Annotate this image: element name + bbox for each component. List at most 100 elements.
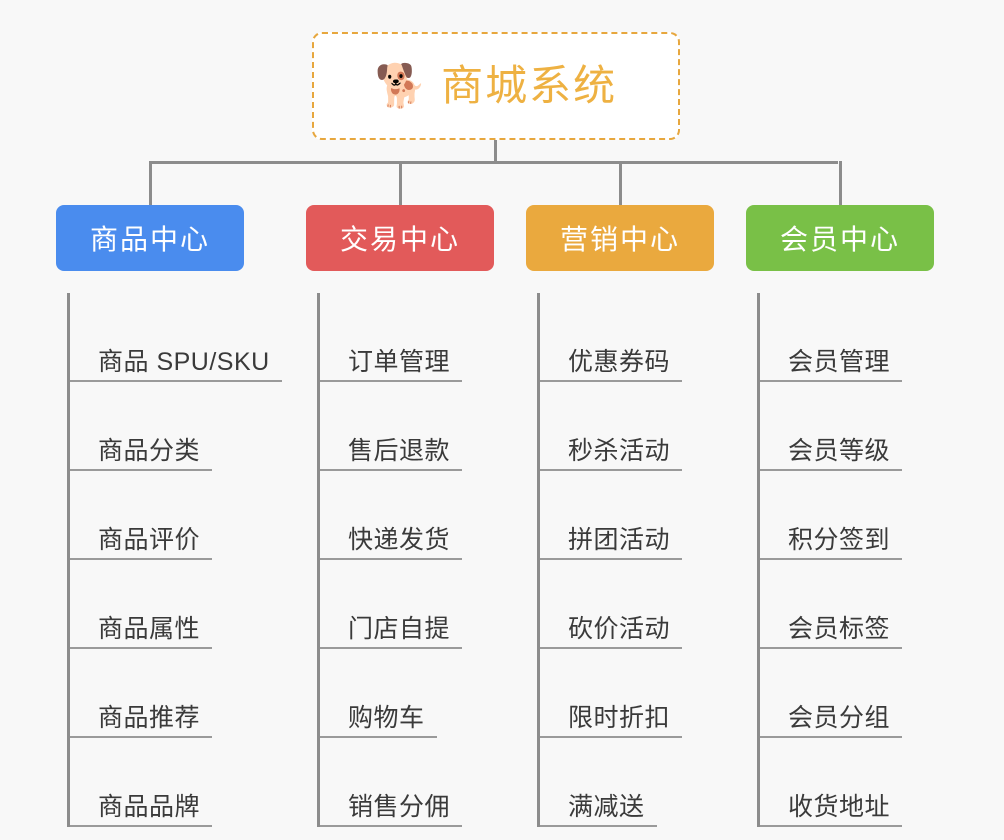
branch-trade-center: 交易中心订单管理售后退款快递发货门店自提购物车销售分佣 — [306, 205, 494, 827]
leaf-item[interactable]: 商品推荐 — [68, 649, 244, 738]
leaf-item[interactable]: 门店自提 — [318, 560, 494, 649]
leaf-label: 商品属性 — [98, 615, 201, 644]
leaf-item[interactable]: 会员管理 — [758, 293, 934, 382]
root-title: 商城系统 — [441, 62, 618, 109]
connector-root-stem — [494, 140, 497, 164]
branch-header-trade-center[interactable]: 交易中心 — [306, 205, 494, 271]
branch-header-member-center[interactable]: 会员中心 — [746, 205, 934, 271]
branch-header-label: 商品中心 — [89, 224, 210, 255]
branch-header-product-center[interactable]: 商品中心 — [56, 205, 244, 271]
branch-leaf-list-product-center: 商品 SPU/SKU 商品分类商品评价商品属性商品推荐商品品牌 — [56, 293, 282, 827]
leaf-underline — [70, 469, 212, 471]
leaf-underline — [760, 380, 902, 382]
leaf-underline — [540, 736, 682, 738]
leaf-underline — [70, 647, 212, 649]
leaf-label: 满减送 — [568, 793, 645, 822]
leaf-item[interactable]: 商品 SPU/SKU — [68, 293, 282, 382]
leaf-item[interactable]: 商品属性 — [68, 560, 244, 649]
connector-horizontal-bus — [150, 161, 838, 164]
leaf-item[interactable]: 购物车 — [318, 649, 494, 738]
leaf-item[interactable]: 拼团活动 — [538, 471, 714, 560]
leaf-label: 会员分组 — [788, 704, 891, 733]
leaf-item[interactable]: 会员分组 — [758, 649, 934, 738]
leaf-item[interactable]: 会员标签 — [758, 560, 934, 649]
leaf-label: 秒杀活动 — [568, 437, 671, 466]
branch-header-label: 交易中心 — [339, 224, 460, 255]
leaf-label: 砍价活动 — [568, 615, 671, 644]
leaf-item[interactable]: 订单管理 — [318, 293, 494, 382]
connector-drop-marketing-center — [619, 161, 622, 205]
leaf-item[interactable]: 收货地址 — [758, 738, 934, 827]
leaf-underline — [320, 558, 462, 560]
leaf-label: 会员管理 — [788, 348, 891, 377]
leaf-underline — [320, 825, 462, 827]
branch-header-label: 营销中心 — [559, 224, 680, 255]
leaf-underline — [760, 825, 902, 827]
leaf-label: 快递发货 — [348, 526, 451, 555]
branch-marketing-center: 营销中心优惠券码秒杀活动拼团活动砍价活动限时折扣满减送 — [526, 205, 714, 827]
leaf-underline — [760, 469, 902, 471]
leaf-underline — [70, 380, 282, 382]
leaf-label: 会员标签 — [788, 615, 891, 644]
leaf-label: 收货地址 — [788, 793, 891, 822]
leaf-underline — [760, 558, 902, 560]
leaf-label: 商品评价 — [98, 526, 201, 555]
branch-header-label: 会员中心 — [779, 224, 900, 255]
leaf-item[interactable]: 满减送 — [538, 738, 714, 827]
leaf-underline — [70, 558, 212, 560]
leaf-item[interactable]: 秒杀活动 — [538, 382, 714, 471]
branch-leaf-list-marketing-center: 优惠券码秒杀活动拼团活动砍价活动限时折扣满减送 — [526, 293, 714, 827]
leaf-item[interactable]: 优惠券码 — [538, 293, 714, 382]
leaf-underline — [320, 380, 462, 382]
connector-spine-member-center — [757, 293, 760, 827]
leaf-label: 购物车 — [348, 704, 425, 733]
connector-drop-product-center — [149, 161, 152, 205]
leaf-item[interactable]: 限时折扣 — [538, 649, 714, 738]
branch-header-marketing-center[interactable]: 营销中心 — [526, 205, 714, 271]
leaf-underline — [70, 736, 212, 738]
leaf-item[interactable]: 售后退款 — [318, 382, 494, 471]
root-node[interactable]: 🐕 商城系统 — [312, 32, 680, 140]
branch-member-center: 会员中心会员管理会员等级积分签到会员标签会员分组收货地址 — [746, 205, 934, 827]
leaf-label: 限时折扣 — [568, 704, 671, 733]
leaf-item[interactable]: 会员等级 — [758, 382, 934, 471]
leaf-label: 优惠券码 — [568, 348, 671, 377]
leaf-underline — [540, 647, 682, 649]
leaf-label: 商品推荐 — [98, 704, 201, 733]
branch-leaf-list-trade-center: 订单管理售后退款快递发货门店自提购物车销售分佣 — [306, 293, 494, 827]
connector-drop-member-center — [839, 161, 842, 205]
leaf-underline — [540, 380, 682, 382]
leaf-label: 商品 SPU/SKU — [98, 348, 270, 377]
leaf-underline — [320, 647, 462, 649]
shiba-dog-face-icon: 🐕 — [374, 62, 428, 109]
leaf-label: 商品品牌 — [98, 793, 201, 822]
leaf-underline — [760, 647, 902, 649]
leaf-label: 拼团活动 — [568, 526, 671, 555]
leaf-underline — [320, 736, 437, 738]
leaf-underline — [540, 825, 657, 827]
leaf-item[interactable]: 砍价活动 — [538, 560, 714, 649]
leaf-item[interactable]: 积分签到 — [758, 471, 934, 560]
leaf-underline — [540, 558, 682, 560]
leaf-item[interactable]: 快递发货 — [318, 471, 494, 560]
leaf-item[interactable]: 商品评价 — [68, 471, 244, 560]
leaf-underline — [760, 736, 902, 738]
leaf-underline — [70, 825, 212, 827]
leaf-item[interactable]: 商品品牌 — [68, 738, 244, 827]
connector-spine-trade-center — [317, 293, 320, 827]
branch-product-center: 商品中心商品 SPU/SKU 商品分类商品评价商品属性商品推荐商品品牌 — [56, 205, 282, 827]
leaf-item[interactable]: 商品分类 — [68, 382, 244, 471]
leaf-label: 售后退款 — [348, 437, 451, 466]
connector-spine-product-center — [67, 293, 70, 827]
connector-spine-marketing-center — [537, 293, 540, 827]
leaf-label: 积分签到 — [788, 526, 891, 555]
leaf-label: 订单管理 — [348, 348, 451, 377]
connector-drop-trade-center — [399, 161, 402, 205]
leaf-label: 商品分类 — [98, 437, 201, 466]
leaf-label: 销售分佣 — [348, 793, 451, 822]
leaf-label: 门店自提 — [348, 615, 451, 644]
leaf-label: 会员等级 — [788, 437, 891, 466]
leaf-item[interactable]: 销售分佣 — [318, 738, 494, 827]
branch-leaf-list-member-center: 会员管理会员等级积分签到会员标签会员分组收货地址 — [746, 293, 934, 827]
